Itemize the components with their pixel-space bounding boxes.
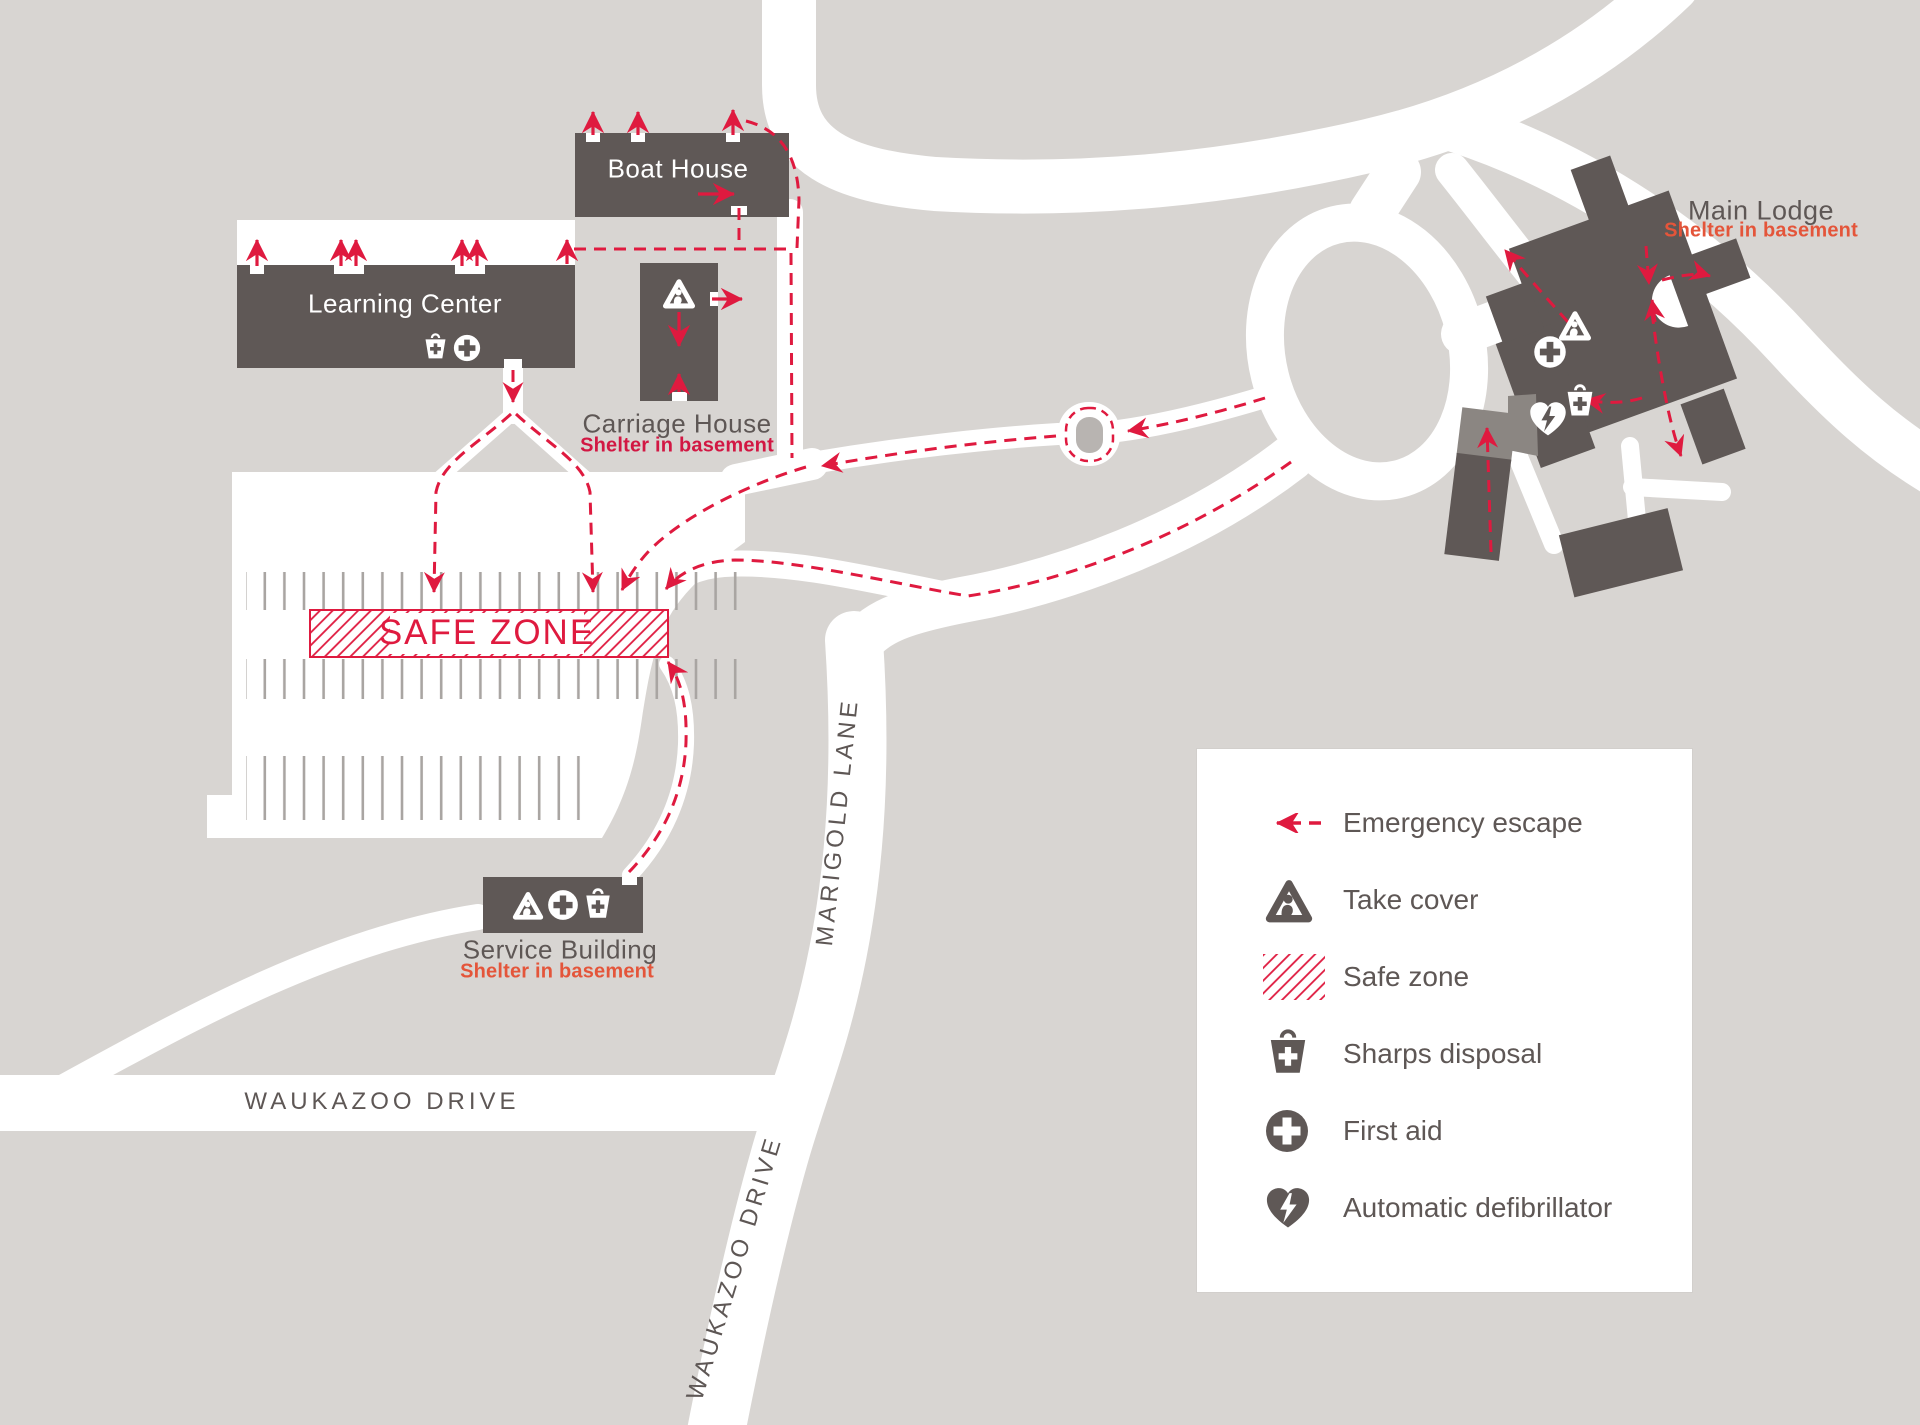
building-learning-center [237, 265, 575, 368]
building-lodge-outbuilding [1558, 508, 1684, 598]
legend: Emergency escape Take cover Safe zone Sh… [1196, 748, 1693, 1293]
parking-stalls [246, 572, 742, 820]
safe-zone-label: SAFE ZONE [378, 613, 596, 652]
first-aid-icon [1263, 1107, 1329, 1155]
legend-label: First aid [1343, 1114, 1443, 1146]
legend-label: Take cover [1343, 883, 1479, 915]
lodge-deck [1508, 394, 1538, 456]
path-lodge-se [1623, 478, 1731, 501]
escape-routes [423, 119, 1712, 874]
road-oval-to-marigold [831, 435, 1314, 675]
path-lot-strip [720, 448, 828, 496]
legend-item-sharps-disposal: Sharps disposal [1197, 1015, 1692, 1092]
legend-item-first-aid: First aid [1197, 1092, 1692, 1169]
road-east-wrap [1429, 100, 1920, 492]
legend-label: Safe zone [1343, 960, 1470, 992]
building-boat-house [575, 133, 789, 217]
legend-label: Emergency escape [1343, 806, 1583, 838]
road-service-curve [42, 904, 491, 1105]
legend-item-automatic-defibrillator: Automatic defibrillator [1197, 1169, 1692, 1246]
learning-center-label: Learning Center [308, 288, 502, 319]
boat-house-label: Boat House [607, 153, 749, 184]
traffic-island [1058, 402, 1120, 466]
path-lodge-sw [1506, 442, 1564, 554]
road-marigold-waukazoo [687, 611, 887, 1425]
sharps-disposal-icon [1263, 1027, 1329, 1081]
first-aid-icon [1534, 336, 1566, 368]
first-aid-icon [548, 890, 578, 920]
take-cover-icon [1263, 874, 1329, 926]
building-main-lodge [1485, 155, 1751, 468]
service-building-label: Service Building [462, 934, 658, 965]
walkway-learning-center [237, 220, 575, 266]
main-lodge-label: Main Lodge [1687, 195, 1835, 226]
legend-label: Automatic defibrillator [1343, 1191, 1613, 1223]
carriage-house-label: Carriage House [582, 408, 772, 439]
first-aid-icon [453, 334, 481, 362]
exit-arrows [245, 108, 745, 396]
road-oval-loop [1245, 203, 1489, 501]
path-fork-left [430, 407, 519, 487]
road-oval-stub [1349, 149, 1421, 235]
legend-label: Sharps disposal [1343, 1037, 1543, 1069]
automatic-defibrillator-icon [1263, 1183, 1329, 1233]
safe-zone-icon [1263, 953, 1329, 1000]
road-top-sweep [762, 0, 1695, 214]
legend-item-take-cover: Take cover [1197, 861, 1692, 938]
safe-zone [309, 609, 669, 658]
service-building-note: Shelter in basement [460, 960, 654, 983]
waukazoo-drive-label: WAUKAZOO DRIVE [244, 1088, 520, 1115]
path-island-west [801, 423, 1069, 474]
emergency-escape-icon [1263, 812, 1329, 833]
legend-item-safe-zone: Safe zone [1197, 938, 1692, 1015]
main-lodge-note: Shelter in basement [1664, 219, 1858, 242]
legend-item-emergency-escape: Emergency escape [1197, 784, 1692, 861]
path-fork-right [507, 407, 595, 487]
carriage-house-note: Shelter in basement [580, 434, 774, 457]
